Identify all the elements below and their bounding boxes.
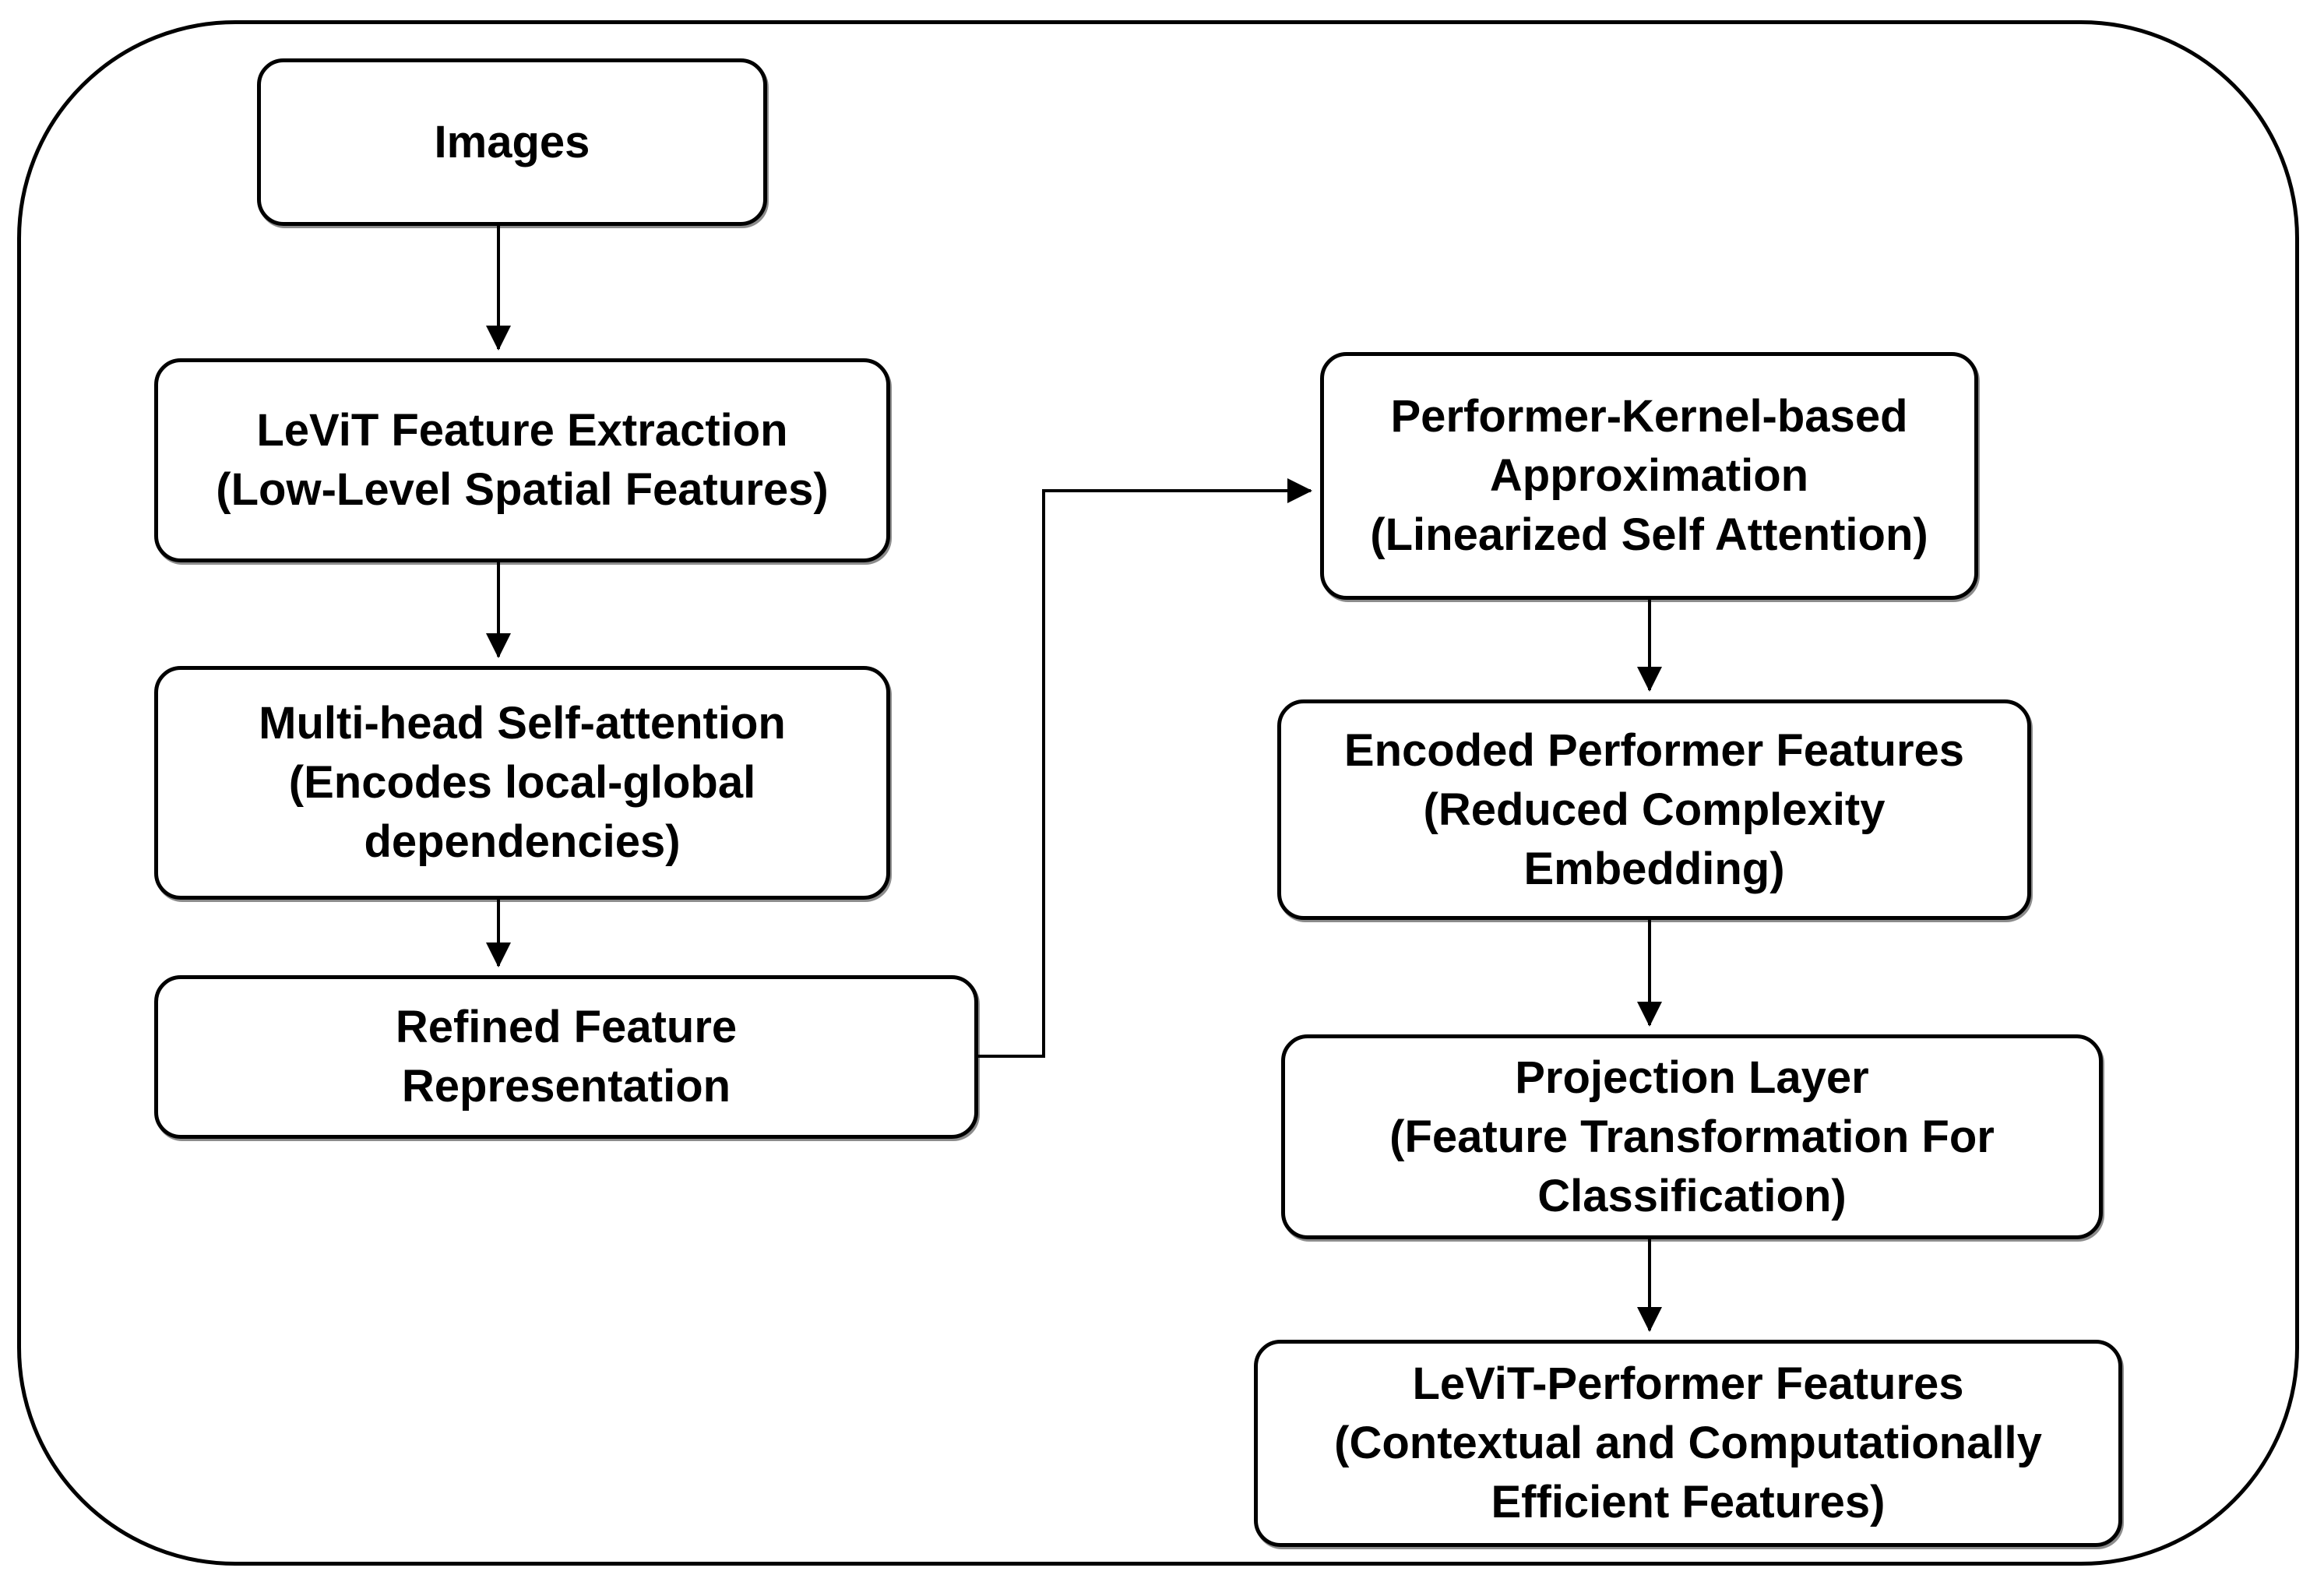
node-levit-label-line2: (Low-Level Spatial Features) [216,464,829,515]
node-encoded-label-line2: (Reduced Complexity [1423,784,1886,835]
node-refined-label-line2: Representation [401,1061,731,1112]
node-levitperf-label-line2: (Contextual and Computationally [1334,1418,2042,1468]
node-levit-performer-features: LeViT-Performer Features (Contextual and… [1254,1340,2122,1547]
node-encoded-label-line1: Encoded Performer Features [1343,724,1965,776]
node-performer-label-line1: Performer-Kernel-based [1390,391,1908,442]
node-levit-label-line1: LeViT Feature Extraction [256,405,788,456]
node-projection-label-line3: Classification) [1537,1170,1847,1221]
node-projection-layer: Projection Layer (Feature Transformation… [1281,1034,2103,1239]
node-multi-head-self-attention: Multi-head Self-attention (Encodes local… [154,666,890,900]
node-encoded-label-line3: Embedding) [1523,843,1785,894]
node-images-label: Images [434,116,590,167]
node-mhsa-label-line2: (Encodes local-global [288,757,756,808]
node-performer-label-line2: Approximation [1489,450,1809,501]
node-projection-label-line2: (Feature Transformation For [1389,1111,1995,1162]
node-performer-label-line3: (Linearized Self Attention) [1370,509,1928,560]
node-performer-kernel-approximation: Performer-Kernel-based Approximation (Li… [1320,352,1978,600]
node-mhsa-label-line3: dependencies) [364,816,681,867]
node-levitperf-label-line1: LeViT-Performer Features [1412,1358,1964,1409]
node-projection-label-line1: Projection Layer [1515,1052,1869,1103]
node-mhsa-label-line1: Multi-head Self-attention [259,698,786,749]
node-levitperf-label-line3: Efficient Features) [1491,1477,1886,1527]
node-images: Images [257,58,767,226]
node-encoded-performer-features: Encoded Performer Features (Reduced Comp… [1277,699,2031,920]
node-refined-feature-representation: Refined Feature Representation [154,975,978,1139]
node-refined-label-line1: Refined Feature [395,1002,738,1052]
node-levit-feature-extraction: LeViT Feature Extraction (Low-Level Spat… [154,358,890,562]
